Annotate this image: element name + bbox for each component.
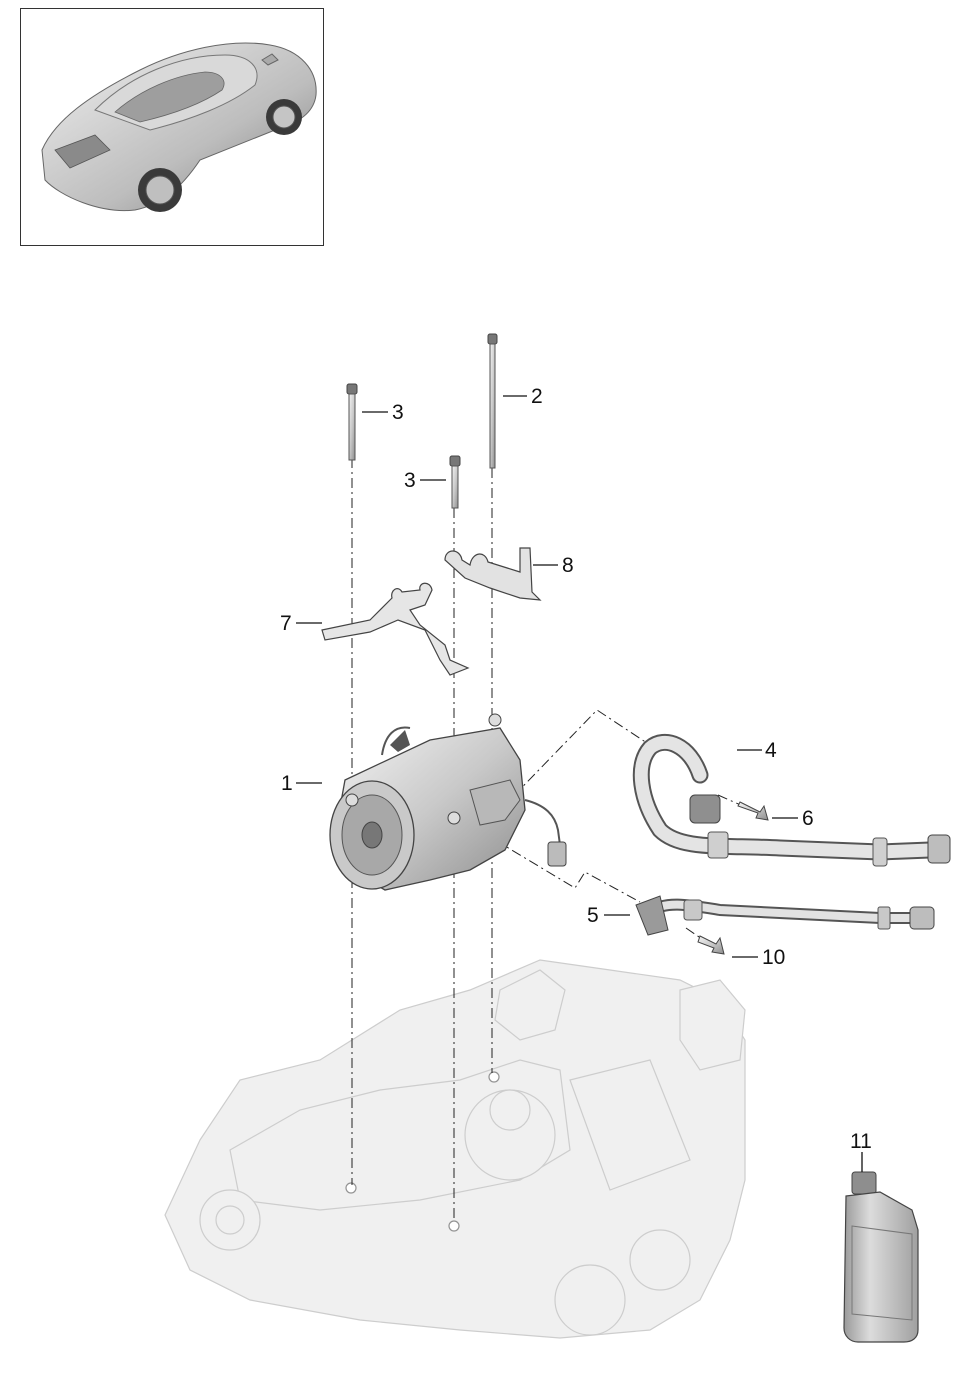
car-thumbnail xyxy=(20,8,324,246)
ac-compressor xyxy=(329,713,567,891)
callout-11: 11 xyxy=(850,1130,872,1153)
callout-3a: 3 xyxy=(392,401,404,424)
bolt-6 xyxy=(737,801,769,821)
callout-7: 7 xyxy=(280,612,292,635)
callout-10: 10 xyxy=(762,946,785,969)
callout-6: 6 xyxy=(802,807,814,830)
callout-8: 8 xyxy=(562,554,574,577)
bolt-long xyxy=(487,333,498,469)
refrigerant-line-lower xyxy=(635,895,935,936)
bolt-short-left xyxy=(346,383,358,461)
refrigerant-line-upper xyxy=(632,734,951,867)
bracket-lower xyxy=(321,582,470,676)
bracket-upper xyxy=(444,547,542,601)
callout-3b: 3 xyxy=(404,469,416,492)
car-icon xyxy=(41,42,317,212)
engine-block xyxy=(164,959,746,1339)
callouts: 1 2 3 3 4 5 6 7 8 10 11 xyxy=(280,385,872,1172)
callout-2: 2 xyxy=(531,385,543,408)
bolt-short-mid xyxy=(449,455,461,509)
bolt-10 xyxy=(697,935,725,955)
oil-bottle xyxy=(843,1171,919,1343)
callout-5: 5 xyxy=(587,904,599,927)
callout-1: 1 xyxy=(281,772,293,795)
callout-4: 4 xyxy=(765,739,777,762)
